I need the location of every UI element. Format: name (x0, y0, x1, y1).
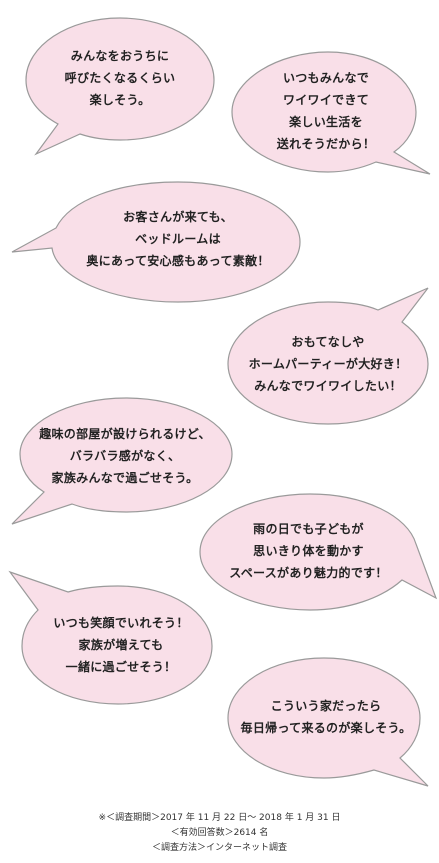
bubble-line: みんなでワイワイしたい！ (254, 379, 402, 393)
speech-bubble-6: 雨の日でも子どもが 思いきり体を動かす スペースがあり魅力的です！ (194, 490, 439, 616)
speech-bubble-group: みんなをおうちに 呼びたくなるくらい 楽しそう。 いつもみんなで ワイワイできて… (4, 12, 439, 792)
bubble-line: 楽しそう。 (89, 93, 151, 107)
speech-bubble-4: おもてなしや ホームパーティーが大好き！ みんなでワイワイしたい！ (220, 284, 436, 430)
survey-respondents: ＜有効回答数＞2614 名 (170, 828, 269, 838)
speech-bubble-shape (227, 657, 429, 787)
speech-bubble-shape (11, 397, 233, 525)
bubble-line: スペースがあり魅力的です！ (229, 566, 388, 580)
speech-bubble-8: こういう家だったら 毎日帰って来るのが楽しそう。 (222, 654, 436, 792)
speech-bubble-text: お客さんが来ても、 ベッドルームは 奥にあって安心感もあって素敵！ (86, 206, 269, 272)
bubble-line: バラバラ感がなく、 (69, 449, 181, 463)
speech-bubble-shape (11, 181, 301, 303)
bubble-line: ベッドルームは (135, 232, 221, 246)
bubble-line: みんなをおうちに (70, 49, 170, 63)
bubble-line: ホームパーティーが大好き！ (248, 357, 408, 371)
bubble-line: 送れそうだから！ (276, 137, 376, 151)
speech-bubble-text: いつもみんなで ワイワイできて 楽しい生活を 送れそうだから！ (277, 67, 375, 155)
speech-bubble-shape (8, 570, 213, 705)
bubble-line: いつも笑顔でいれそう！ (53, 616, 189, 630)
speech-bubble-5: 趣味の部屋が設けられるけど、 バラバラ感がなく、 家族みんなで過ごせそう。 (4, 394, 240, 528)
bubble-line: 雨の日でも子どもが (253, 522, 364, 536)
bubble-line: 趣味の部屋が設けられるけど、 (39, 427, 211, 441)
bubble-line: ワイワイできて (282, 93, 370, 107)
speech-bubble-1: みんなをおうちに 呼びたくなるくらい 楽しそう。 (22, 12, 218, 158)
survey-method: ＜調査方法＞インターネット調査 (151, 843, 287, 853)
bubble-line: 一緒に過ごせそう！ (65, 660, 177, 674)
bubble-line: おもてなしや (291, 335, 365, 349)
bubble-line: 家族が増えても (78, 638, 164, 652)
speech-bubble-text: 雨の日でも子どもが 思いきり体を動かす スペースがあり魅力的です！ (229, 518, 387, 584)
bubble-line: いつもみんなで (282, 71, 370, 85)
speech-bubble-shape (231, 51, 431, 175)
speech-bubble-shape (25, 17, 215, 156)
speech-bubble-text: みんなをおうちに 呼びたくなるくらい 楽しそう。 (65, 45, 176, 111)
bubble-line: 毎日帰って来るのが楽しそう。 (240, 721, 412, 735)
speech-bubble-text: おもてなしや ホームパーティーが大好き！ みんなでワイワイしたい！ (249, 331, 408, 397)
speech-bubble-text: いつも笑顔でいれそう！ 家族が増えても 一緒に過ごせそう！ (53, 612, 188, 678)
speech-bubble-shape (199, 493, 438, 611)
speech-bubble-shape (227, 287, 429, 425)
bubble-line: 呼びたくなるくらい (64, 71, 176, 85)
bubble-line: こういう家だったら (270, 699, 382, 713)
speech-bubble-text: こういう家だったら 毎日帰って来るのが楽しそう。 (241, 695, 412, 739)
bubble-line: 奥にあって安心感もあって素敵！ (86, 254, 270, 268)
speech-bubble-7: いつも笑顔でいれそう！ 家族が増えても 一緒に過ごせそう！ (6, 568, 220, 708)
speech-bubble-3: お客さんが来ても、 ベッドルームは 奥にあって安心感もあって素敵！ (8, 178, 308, 308)
speech-bubble-text: 趣味の部屋が設けられるけど、 バラバラ感がなく、 家族みんなで過ごせそう。 (39, 423, 211, 489)
bubble-line: 楽しい生活を (289, 115, 363, 129)
survey-period: ※＜調査期間＞2017 年 11 月 22 日～ 2018 年 1 月 31 日 (98, 813, 341, 823)
survey-footnote: ※＜調査期間＞2017 年 11 月 22 日～ 2018 年 1 月 31 日… (0, 811, 439, 856)
bubble-line: 思いきり体を動かす (253, 544, 364, 558)
speech-bubble-2: いつもみんなで ワイワイできて 楽しい生活を 送れそうだから！ (226, 48, 436, 178)
bubble-line: お客さんが来ても、 (123, 210, 233, 224)
bubble-line: 家族みんなで過ごせそう。 (51, 471, 199, 485)
